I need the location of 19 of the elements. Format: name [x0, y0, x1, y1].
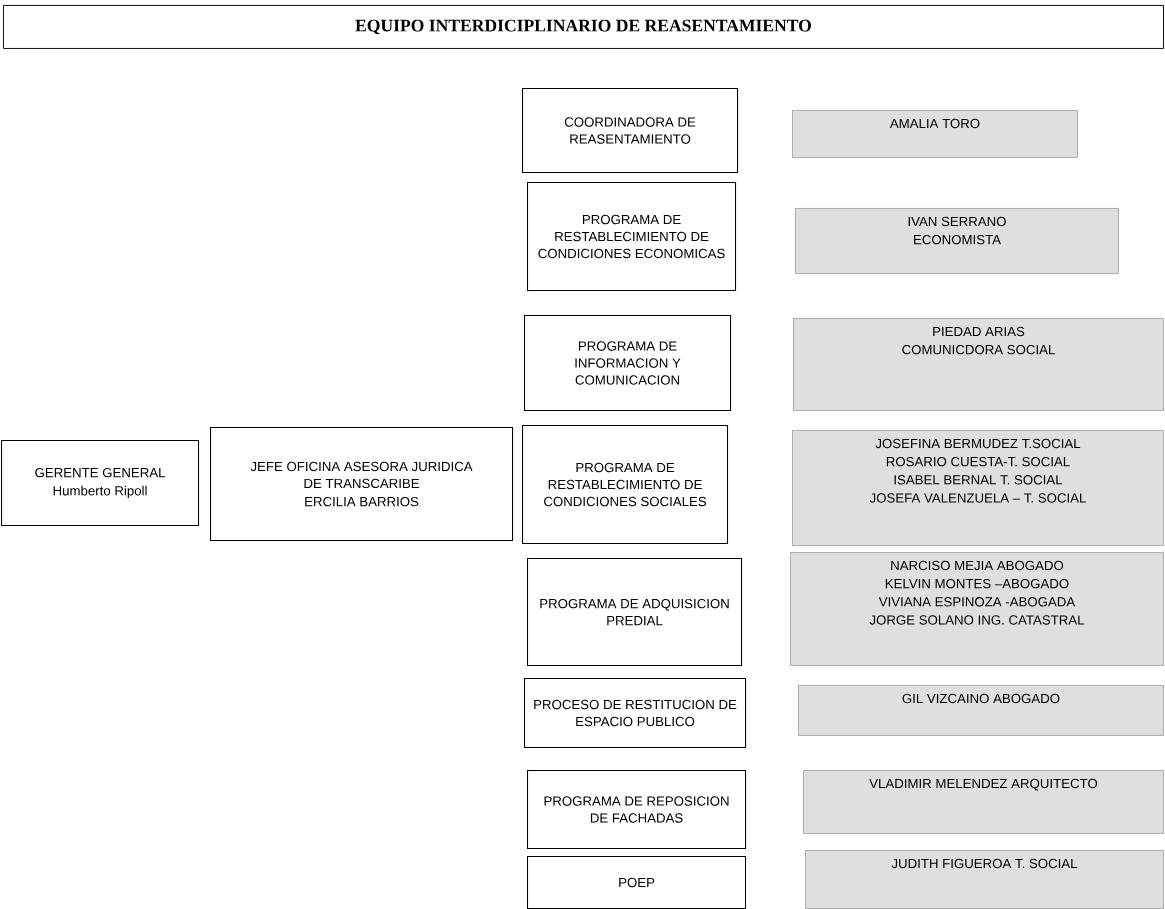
role-box: GERENTE GENERAL Humberto Ripoll	[1, 440, 200, 527]
person-box: JOSEFINA BERMUDEZ T.SOCIAL ROSARIO CUESTA-T. SOCIAL ISABEL BERNAL T. SOCIAL JOSEFA VALENZUELA – T. SOCIAL	[792, 430, 1164, 546]
role-box: POEP	[527, 856, 747, 909]
role-box: PROGRAMA DE REPOSICION DE FACHADAS	[527, 770, 747, 850]
person-box: AMALIA TORO	[792, 110, 1078, 158]
role-box: PROGRAMA DE RESTABLECIMIENTO DE CONDICIONES SOCIALES	[522, 425, 729, 545]
person-box: GIL VIZCAINO ABOGADO	[798, 685, 1164, 736]
person-box: PIEDAD ARIAS COMUNICDORA SOCIAL	[793, 318, 1164, 411]
person-box: IVAN SERRANO ECONOMISTA	[795, 208, 1119, 274]
role-box: COORDINADORA DE REASENTAMIENTO	[522, 88, 739, 174]
role-box: PROGRAMA DE INFORMACION Y COMUNICACION	[524, 315, 732, 412]
person-box: NARCISO MEJIA ABOGADO KELVIN MONTES –ABOGADO VIVIANA ESPINOZA -ABOGADA JORGE SOLANO ING. CATASTRAL	[790, 552, 1164, 666]
title-box: EQUIPO INTERDICIPLINARIO DE REASENTAMIENTO	[3, 5, 1164, 49]
role-box: PROCESO DE RESTITUCION DE ESPACIO PUBLICO	[524, 678, 747, 749]
role-box: PROGRAMA DE ADQUISICION PREDIAL	[527, 558, 743, 667]
role-box: PROGRAMA DE RESTABLECIMIENTO DE CONDICIONES ECONOMICAS	[527, 182, 737, 292]
person-box: VLADIMIR MELENDEZ ARQUITECTO	[803, 770, 1164, 834]
person-box: JUDITH FIGUEROA T. SOCIAL	[805, 850, 1164, 909]
role-box: JEFE OFICINA ASESORA JURIDICA DE TRANSCARIBE ERCILIA BARRIOS	[210, 427, 514, 542]
